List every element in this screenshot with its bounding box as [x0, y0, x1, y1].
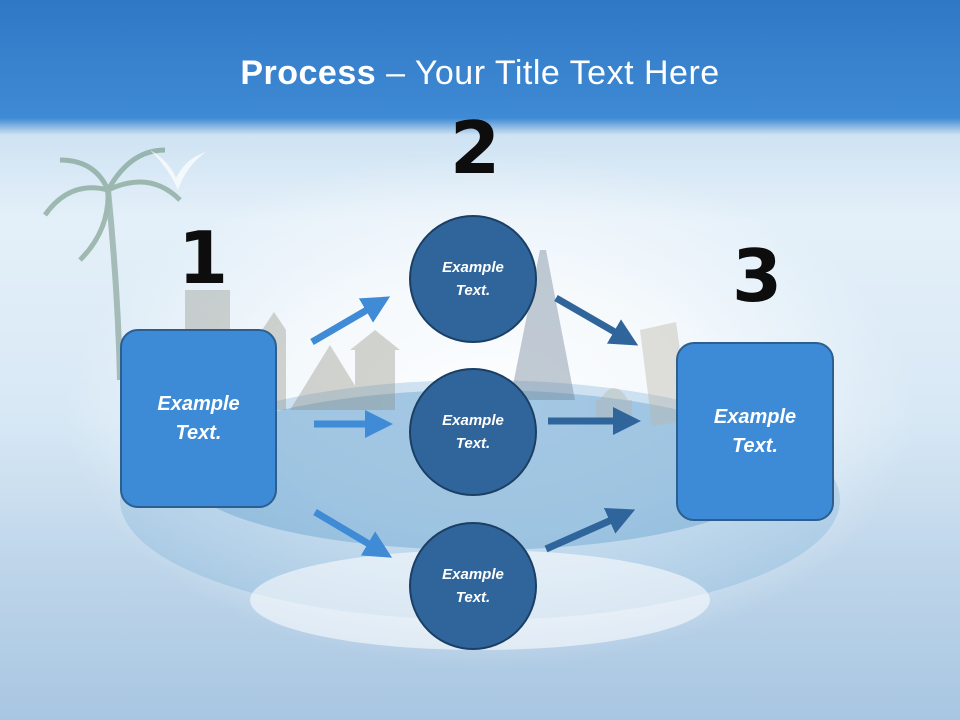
circle-top-text: Example Text.: [442, 259, 504, 299]
circle-top: Example Text.: [409, 215, 537, 343]
left-step-text: Example Text.: [157, 392, 240, 444]
arrow-to-circle-bottom: [313, 508, 393, 558]
title-rest: – Your Title Text Here: [376, 54, 720, 92]
step-number-2: 2: [450, 106, 501, 190]
title-bold: Process: [240, 54, 377, 92]
circle-bottom: Example Text.: [409, 522, 537, 650]
eiffel-tower-icon: [510, 250, 575, 400]
arrow-from-circle-top: [554, 294, 639, 346]
step-number-1: 1: [178, 216, 229, 300]
right-step-text: Example Text.: [713, 405, 797, 457]
arrow-from-circle-bottom: [544, 508, 636, 553]
circle-middle-text: Example Text.: [442, 412, 504, 452]
arrow-to-circle-top: [310, 296, 391, 346]
circle-middle: Example Text.: [409, 368, 537, 496]
circle-bottom-text: Example Text.: [442, 566, 504, 606]
seagull-icon: [150, 150, 206, 190]
right-step-box: Example Text.: [676, 342, 834, 521]
left-step-box: Example Text.: [120, 329, 277, 508]
slide-title: Process – Your Title Text Here: [0, 54, 960, 93]
step-number-3: 3: [732, 234, 783, 318]
palm-tree-icon: [42, 147, 182, 381]
